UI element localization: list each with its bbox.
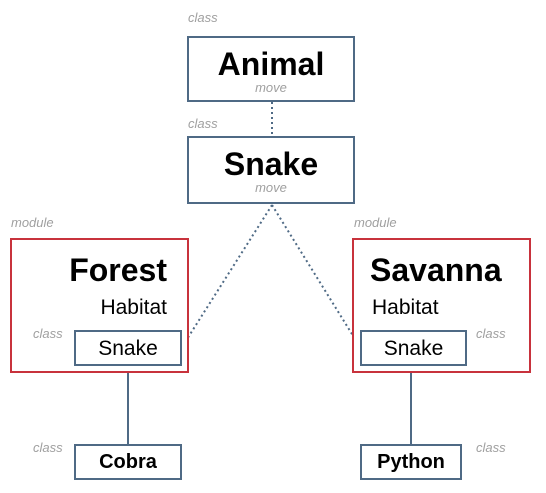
- forest-module-name: Forest: [69, 252, 167, 288]
- snake-class-box[interactable]: Snake move: [187, 136, 355, 204]
- forest-snake-class-box[interactable]: Snake: [74, 330, 182, 366]
- snake-class-name: Snake: [223, 146, 319, 182]
- animal-class-box[interactable]: Animal move: [187, 36, 355, 102]
- python-class-tag: class: [476, 440, 506, 455]
- cobra-class-tag: class: [33, 440, 63, 455]
- forest-module-tag: module: [11, 215, 54, 230]
- cobra-class-box[interactable]: Cobra: [74, 444, 182, 480]
- savanna-habitat-label: Habitat: [372, 296, 439, 319]
- edge-snake-savanna-snake: [271, 204, 361, 348]
- edge-snake-forest-snake: [181, 204, 273, 348]
- savanna-inner-class-tag: class: [476, 326, 506, 341]
- savanna-module-name: Savanna: [370, 252, 502, 288]
- animal-method: move: [255, 80, 287, 95]
- savanna-snake-class-box[interactable]: Snake: [360, 330, 467, 366]
- savanna-module-tag: module: [354, 215, 397, 230]
- animal-class-tag: class: [188, 10, 218, 25]
- animal-class-name: Animal: [217, 46, 325, 82]
- snake-method: move: [255, 180, 287, 195]
- forest-habitat-label: Habitat: [100, 296, 167, 319]
- python-class-box[interactable]: Python: [360, 444, 462, 480]
- forest-inner-class-tag: class: [33, 326, 63, 341]
- snake-class-tag: class: [188, 116, 218, 131]
